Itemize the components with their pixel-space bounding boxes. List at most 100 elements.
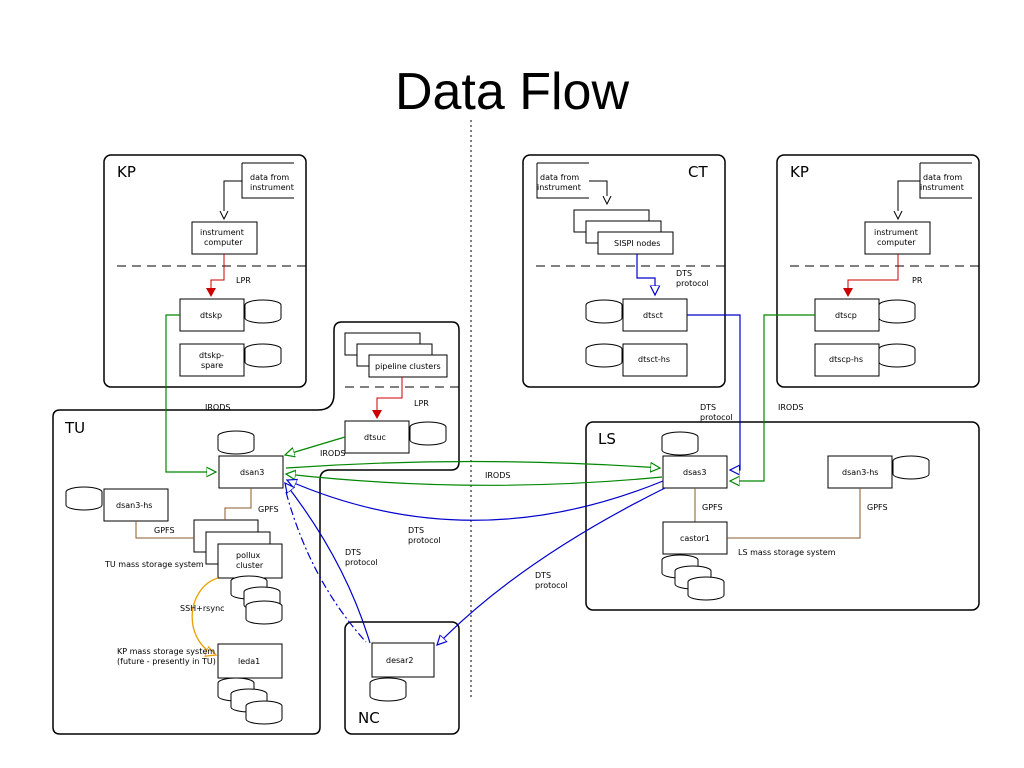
dsan3-hs-label: dsan3-hs bbox=[116, 501, 152, 510]
dsan3-disk bbox=[217, 430, 255, 455]
lpr-kp-label: LPR bbox=[236, 276, 251, 285]
pollux-cluster bbox=[217, 543, 283, 579]
castor1-label: castor1 bbox=[680, 534, 710, 543]
instrument-computer-kp2-line1: instrument bbox=[874, 228, 918, 237]
dtscp-label: dtscp bbox=[835, 311, 857, 320]
instrument-computer-kp2-line2: computer bbox=[877, 238, 916, 247]
instrument-computer-kp-line2: computer bbox=[204, 238, 243, 247]
ssh-rsync-arc bbox=[191, 577, 219, 655]
kp-mass-line1: KP mass storage system bbox=[117, 647, 215, 656]
dtsct-label: dtsct bbox=[643, 311, 663, 320]
instrument-computer-kp2 bbox=[864, 221, 931, 255]
pollux-cluster-line2: cluster bbox=[236, 561, 264, 570]
dts-tu-line1: DTS bbox=[345, 548, 361, 557]
sispi-nodes-label: SISPI nodes bbox=[614, 239, 660, 248]
desar2-label: desar2 bbox=[386, 656, 413, 665]
gpfs-line-1 bbox=[224, 488, 252, 520]
irods-dsan3-to-dsas3 bbox=[285, 460, 660, 469]
gpfs-2-label: GPFS bbox=[154, 526, 175, 535]
data-from-instrument-kp2-line1: data from bbox=[923, 173, 962, 182]
tu-mass-label: TU mass storage system bbox=[104, 560, 204, 569]
irods-dtskp-to-dsan3 bbox=[165, 314, 216, 472]
dsas3-node bbox=[662, 455, 728, 489]
dsan3-hs-node bbox=[103, 488, 169, 522]
dsas3-label: dsas3 bbox=[683, 468, 706, 477]
ls-mass-label: LS mass storage system bbox=[738, 548, 836, 557]
dtsct-disk bbox=[585, 299, 623, 324]
site-kp-right-label: KP bbox=[790, 163, 809, 181]
instrument-computer-kp bbox=[191, 221, 258, 255]
sispi-nodes bbox=[597, 231, 674, 255]
leda1-label: leda1 bbox=[238, 657, 260, 666]
data-from-instrument-ct-line2: instrument bbox=[537, 183, 581, 192]
dts-ct-line2: protocol bbox=[676, 279, 709, 288]
dtsct-hs-disk bbox=[585, 343, 623, 368]
site-ls-label: LS bbox=[598, 430, 616, 448]
dtskp-spare-node bbox=[179, 343, 245, 377]
gpfs-line-2 bbox=[135, 521, 194, 539]
gpfs-line-4 bbox=[727, 488, 861, 539]
data-from-instrument-kp2-line2: instrument bbox=[920, 183, 964, 192]
site-kp-left-label: KP bbox=[117, 163, 136, 181]
page-title: Data Flow bbox=[394, 63, 630, 121]
pr-kp2-label: PR bbox=[912, 276, 923, 285]
dtskp-spare-disk bbox=[244, 343, 282, 368]
desar2-disk bbox=[369, 677, 407, 702]
leda1-node bbox=[217, 643, 283, 679]
gpfs-1-label: GPFS bbox=[258, 505, 279, 514]
pollux-cluster-line1: pollux bbox=[236, 551, 260, 560]
pollux-disks bbox=[230, 575, 283, 625]
dts-dsas3-to-desar2 bbox=[437, 487, 666, 645]
irods-dtscp-to-dsas3 bbox=[730, 314, 815, 481]
dtskp-spare-line1: dtskp- bbox=[199, 351, 224, 360]
irods-mid-label: IRODS bbox=[485, 471, 510, 480]
dsan3-hs-ls-label: dsan3-hs bbox=[842, 468, 878, 477]
dsas3-disk bbox=[661, 431, 699, 456]
dtscp-node bbox=[814, 298, 880, 332]
dsan3-label: dsan3 bbox=[240, 468, 264, 477]
dtsuc-node bbox=[344, 420, 410, 454]
dts-tu-line2: protocol bbox=[345, 558, 378, 567]
dts-dsas3-to-dsan3 bbox=[287, 480, 664, 521]
dts-dtsct-to-dsas3 bbox=[687, 314, 741, 470]
lpr-tu-label: LPR bbox=[414, 399, 429, 408]
dts-dsan3-to-desar2 bbox=[285, 491, 367, 643]
site-ct-label: CT bbox=[688, 163, 708, 181]
dts-desar2-to-dsan3 bbox=[285, 483, 371, 644]
data-from-instrument-kp-line2: instrument bbox=[250, 183, 294, 192]
site-nc bbox=[344, 621, 460, 735]
dtscp-hs-label: dtscp-hs bbox=[829, 355, 863, 364]
dsan3-hs-ls-disk bbox=[892, 455, 930, 480]
dsan3-hs-disk bbox=[65, 486, 103, 511]
ssh-rsync-label: SSH+rsync bbox=[180, 604, 225, 613]
site-tu-label: TU bbox=[64, 419, 85, 437]
gpfs-4-label: GPFS bbox=[867, 503, 888, 512]
dtscp-disk bbox=[878, 299, 916, 324]
instrument-computer-kp-line1: instrument bbox=[200, 228, 244, 237]
dtsct-hs-node bbox=[622, 343, 688, 377]
dtscp-hs-node bbox=[814, 343, 880, 377]
dts-ls-line1: DTS bbox=[535, 571, 551, 580]
irods-right-label: IRODS bbox=[778, 403, 803, 412]
site-kp-left bbox=[103, 154, 307, 388]
dtskp-spare-line2: spare bbox=[201, 361, 223, 370]
data-from-instrument-kp2-box bbox=[919, 162, 972, 199]
dtsct-hs-label: dtsct-hs bbox=[638, 355, 670, 364]
site-tu bbox=[52, 321, 460, 735]
irods-kp-label: IRODS bbox=[205, 403, 230, 412]
dtsuc-label: dtsuc bbox=[364, 433, 386, 442]
data-from-instrument-kp-box bbox=[241, 162, 294, 199]
castor1-disks bbox=[661, 554, 725, 601]
dts-ct-line1: DTS bbox=[676, 269, 692, 278]
data-from-instrument-ct-box bbox=[536, 162, 589, 199]
irods-dsas3-to-dsan3 bbox=[286, 474, 663, 486]
dtskp-label: dtskp bbox=[200, 311, 222, 320]
site-ls bbox=[585, 421, 980, 611]
dts-ls-line2: protocol bbox=[535, 581, 568, 590]
data-from-instrument-kp-line1: data from bbox=[250, 173, 289, 182]
site-ct bbox=[522, 154, 726, 388]
irods-dtsuc-to-dsan3 bbox=[285, 436, 346, 455]
kp-mass-line2: (future - presently in TU) bbox=[117, 657, 216, 666]
data-from-instrument-ct-line1: data from bbox=[540, 173, 579, 182]
gpfs-3-label: GPFS bbox=[702, 503, 723, 512]
